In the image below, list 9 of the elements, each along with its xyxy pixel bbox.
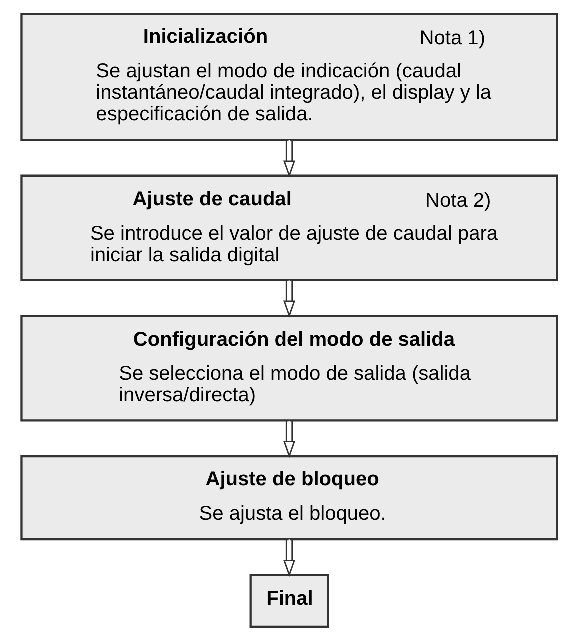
arrow <box>283 140 296 178</box>
node-box: Configuración del modo de salida Se selecciona el modo de salida (salida inversa/directa) <box>20 315 558 422</box>
node-box: Inicialización Nota 1) Se ajustan el modo de indicación (caudal instantáneo/caudal integrado), el display y la especificación de salida. <box>20 13 558 142</box>
arrow <box>283 540 296 578</box>
node-box: Final <box>250 574 330 628</box>
arrow <box>283 280 296 318</box>
node-box: Ajuste de bloqueo Se ajusta el bloqueo. <box>20 455 558 541</box>
node-box: Ajuste de caudal Nota 2) Se introduce el valor de ajuste de caudal para iniciar la salida digital <box>20 174 558 282</box>
arrow <box>283 421 296 458</box>
